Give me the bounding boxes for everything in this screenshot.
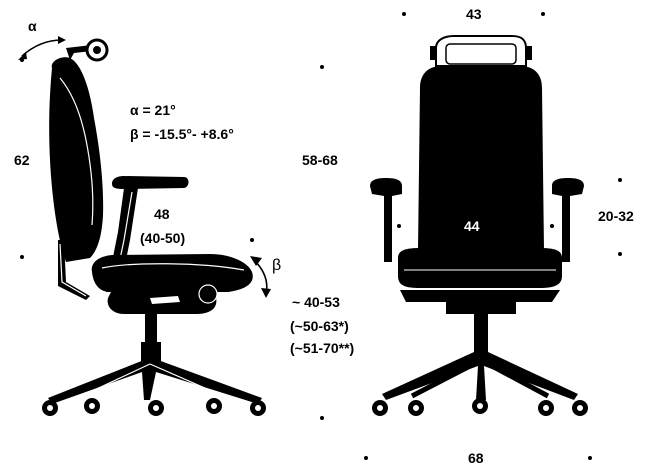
seat-width-label: 44 bbox=[464, 218, 480, 234]
front-right-armrest bbox=[552, 178, 584, 262]
mechanism-lever bbox=[150, 296, 180, 304]
seat-tilt-symbol: β bbox=[272, 257, 282, 274]
front-casters bbox=[372, 398, 588, 416]
base-width-label: 68 bbox=[468, 450, 484, 466]
side-armrest-pad bbox=[112, 176, 189, 189]
seat-height-alt1-label: (~50-63*) bbox=[290, 318, 349, 334]
seat-depth-label: 48 bbox=[154, 206, 170, 222]
seat-height-label: ~ 40-53 bbox=[292, 294, 340, 310]
angle-alpha-label: α = 21° bbox=[130, 102, 176, 118]
headrest-angle-symbol: α bbox=[28, 18, 37, 34]
front-mechanism bbox=[400, 290, 560, 302]
side-seat-cushion bbox=[91, 254, 253, 292]
side-base bbox=[48, 360, 262, 404]
side-view-chair bbox=[42, 38, 266, 416]
front-base bbox=[382, 352, 578, 400]
seat-height-alt2-label: (~51-70**) bbox=[290, 340, 355, 356]
overall-height-label: 58-68 bbox=[302, 152, 338, 168]
dimension-dots bbox=[20, 12, 622, 460]
front-seat-cushion bbox=[398, 248, 562, 288]
tension-knob bbox=[198, 284, 218, 304]
alpha-arrow bbox=[21, 39, 63, 57]
headrest-arm bbox=[66, 45, 92, 60]
front-left-armrest bbox=[370, 178, 402, 262]
backrest-height-label: 62 bbox=[14, 152, 30, 168]
front-view-chair bbox=[370, 35, 588, 416]
front-backrest bbox=[418, 66, 544, 250]
armrest-height-label: 20-32 bbox=[598, 208, 634, 224]
angle-beta-label: β = -15.5°- +8.6° bbox=[130, 126, 234, 142]
headrest-width-label: 43 bbox=[466, 6, 482, 22]
front-gas-lift bbox=[474, 314, 488, 354]
side-gas-lift bbox=[145, 314, 157, 344]
side-backrest bbox=[49, 57, 104, 263]
side-casters bbox=[42, 398, 266, 416]
seat-depth-range-label: (40-50) bbox=[140, 230, 186, 246]
